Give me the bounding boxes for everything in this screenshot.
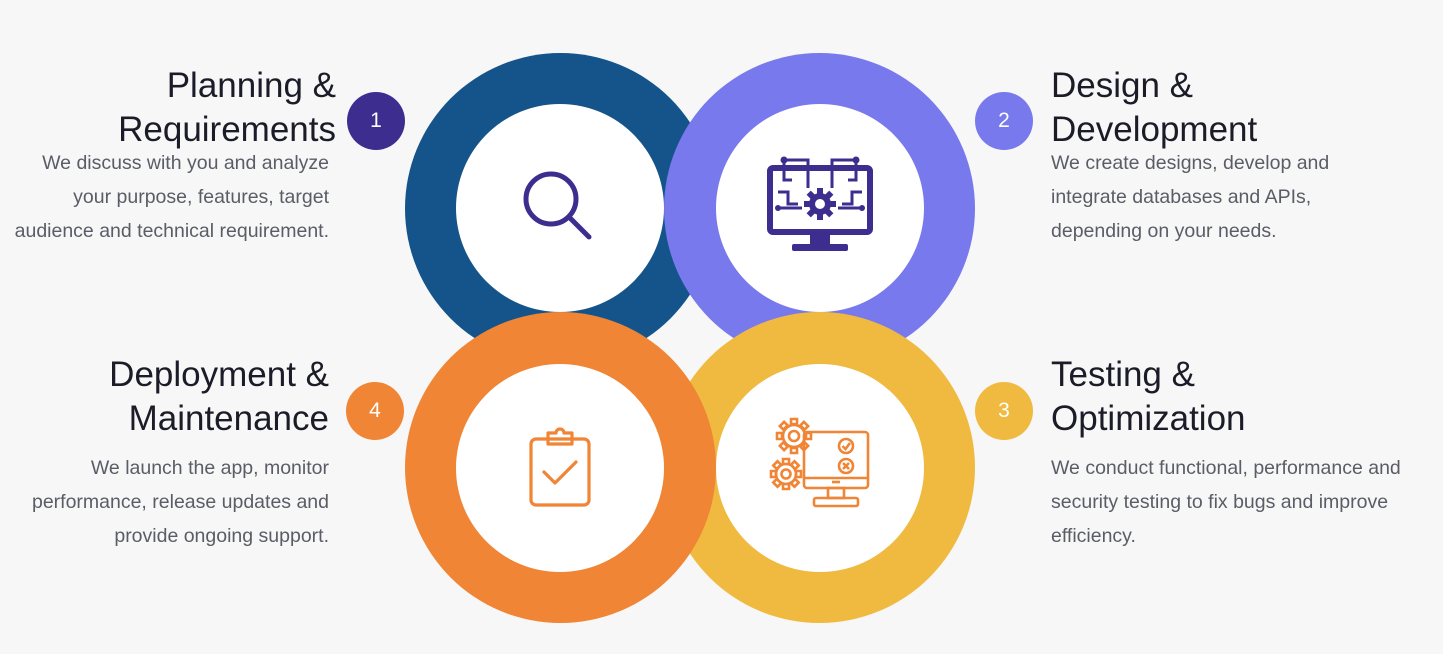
step-4-title-line-2: Maintenance <box>128 399 329 438</box>
step-1-title-line-1: Planning & <box>166 66 336 105</box>
clipboard-check-icon <box>529 427 591 507</box>
step-2-title: Design & Development <box>1051 64 1391 152</box>
step-1-number-badge: 1 <box>347 92 405 150</box>
magnifier-icon <box>523 171 592 240</box>
step-4-icon-circle <box>456 364 664 572</box>
monitor-circuit-gear-icon <box>767 156 873 251</box>
step-4-number-badge: 4 <box>346 382 404 440</box>
gears-monitor-checklist-icon <box>769 417 870 508</box>
step-1-title-line-2: Requirements <box>118 110 336 149</box>
step-4-description: We launch the app, monitor performance, … <box>31 457 329 547</box>
step-3-title: Testing & Optimization <box>1051 353 1391 441</box>
step-1-icon-circle <box>456 104 664 312</box>
step-2-title-line-2: Development <box>1051 110 1258 149</box>
step-1-title: Planning & Requirements <box>16 64 336 152</box>
step-4-title: Deployment & Maintenance <box>9 353 329 441</box>
step-3-number-badge: 3 <box>975 382 1033 440</box>
step-2-title-line-1: Design & <box>1051 66 1194 105</box>
step-3-title-line-2: Optimization <box>1051 399 1246 438</box>
step-2-description: We create designs, develop and integrate… <box>1051 152 1330 242</box>
step-2-number-badge: 2 <box>975 92 1033 150</box>
step-3-icon-circle <box>716 364 924 572</box>
step-3-title-line-1: Testing & <box>1051 355 1195 394</box>
step-2-icon-circle <box>716 104 924 312</box>
step-3-description: We conduct functional, performance and s… <box>1051 457 1401 547</box>
step-4-title-line-1: Deployment & <box>109 355 329 394</box>
step-1-description: We discuss with you and analyze your pur… <box>14 152 329 242</box>
